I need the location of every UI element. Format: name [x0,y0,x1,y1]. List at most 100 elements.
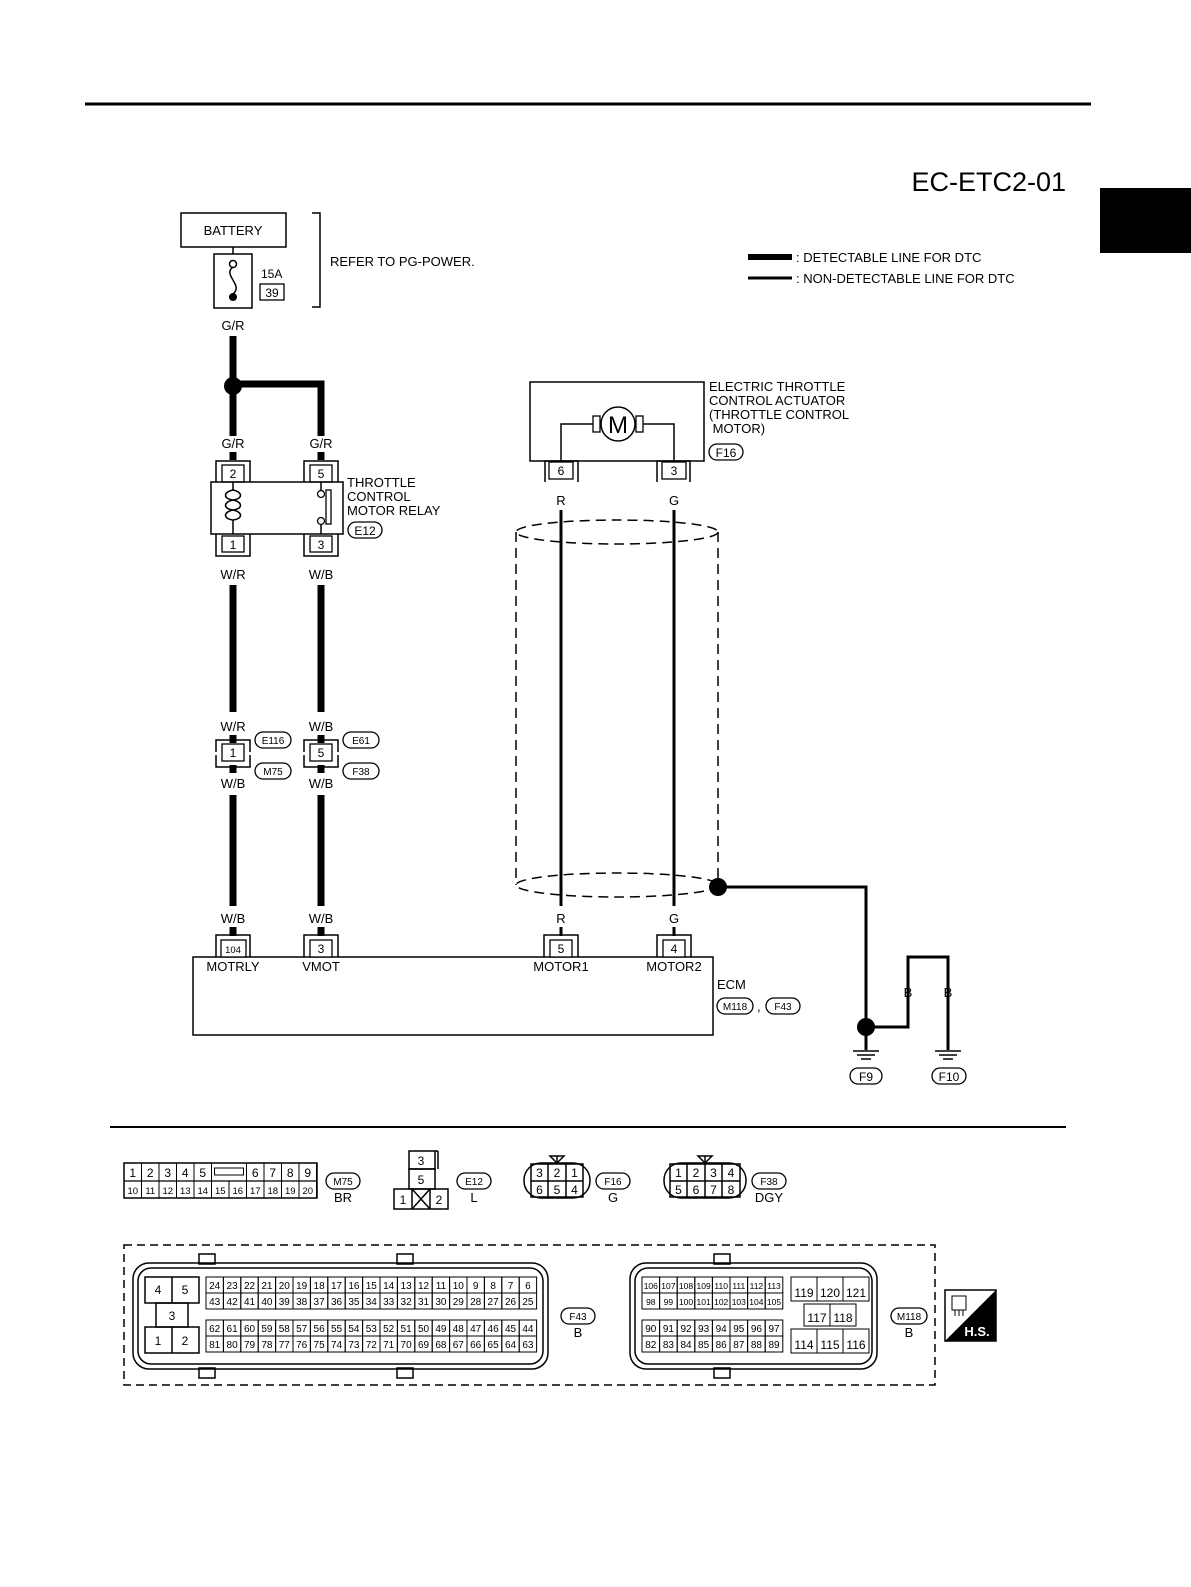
ground-wire-left: B [904,985,913,1000]
legend: : DETECTABLE LINE FOR DTC : NON-DETECTAB… [748,250,1015,286]
f43-left-2: 2 [182,1334,189,1348]
f43-pin-29: 29 [453,1297,465,1308]
ecm-conn-separator: , [757,999,761,1014]
supply-splice [224,377,242,395]
wire-label-actuator-left: R [556,493,565,508]
f43-pin-44: 44 [522,1324,534,1335]
m75-pin-12: 12 [162,1186,173,1197]
hs-label: H.S. [964,1324,989,1339]
f43-pin-59: 59 [261,1324,273,1335]
f43-pin-39: 39 [279,1297,291,1308]
ecm-pin-4: 4 [671,942,678,956]
conn-view-f16-id: F16 [604,1177,622,1188]
f43-pin-8: 8 [490,1281,496,1292]
relay-pin-5: 5 [318,467,325,481]
f43-pin-19: 19 [296,1281,308,1292]
f43-pin-31: 31 [418,1297,430,1308]
m118-pin-98: 98 [646,1297,656,1307]
m75-pin-1: 1 [129,1166,136,1180]
f16-pin-1: 1 [571,1166,578,1180]
conn-view-f38-color: DGY [755,1190,784,1205]
f43-pin-73: 73 [348,1340,360,1351]
f16-pin-6: 6 [536,1183,543,1197]
m118-pin-105: 105 [767,1297,781,1307]
f43-pin-48: 48 [453,1324,465,1335]
m118-pin-114: 114 [794,1338,813,1352]
f43-pin-18: 18 [314,1281,326,1292]
f38-pin-2: 2 [693,1166,700,1180]
f43-pin-66: 66 [470,1340,482,1351]
f43-pin-33: 33 [383,1297,395,1308]
ecm-wire-5: R [556,911,565,926]
wire-label-main: G/R [221,318,244,333]
m75-pin-4: 4 [182,1166,189,1180]
junction-right-pin: 5 [318,746,325,760]
f43-pin-78: 78 [261,1340,273,1351]
m118-cell [842,1328,870,1354]
f43-pin-64: 64 [505,1340,517,1351]
m75-pin-14: 14 [197,1186,208,1197]
ecm-connector-frame [123,1244,936,1386]
m118-pin-82: 82 [645,1340,657,1351]
f43-pin-40: 40 [261,1297,273,1308]
throttle-motor-relay: 2 5 1 3 [210,452,344,557]
ground-wire-right: B [944,985,953,1000]
f43-pin-50: 50 [418,1324,430,1335]
connector-view-f16 [523,1155,591,1199]
ecm-conn-f43: F43 [774,1002,792,1013]
f43-pin-41: 41 [244,1297,256,1308]
f43-pin-11: 11 [436,1281,447,1292]
actuator-label-4: MOTOR) [709,421,765,436]
f43-pin-9: 9 [473,1281,479,1292]
m75-pin-16: 16 [232,1186,243,1197]
junction-conn-e61: E61 [352,736,370,747]
f43-pin-60: 60 [244,1324,256,1335]
junction-left-pin: 1 [230,746,237,760]
throttle-actuator: M 6 3 [529,381,705,482]
f16-pin-3: 3 [536,1166,543,1180]
m118-pin-94: 94 [716,1324,728,1335]
ecm-wire-3: W/B [309,911,334,926]
wire-label-relay-in-left: G/R [221,436,244,451]
f43-pin-57: 57 [296,1324,308,1335]
relay-pin-1: 1 [230,538,237,552]
m75-pin-10: 10 [127,1186,138,1197]
legend-non-detectable: : NON-DETECTABLE LINE FOR DTC [796,271,1015,286]
connector-view-m118 [629,1253,878,1379]
m118-pin-95: 95 [733,1324,745,1335]
ecm-term-motrly: MOTRLY [206,959,260,974]
relay-output-lines [229,585,325,712]
f43-pin-75: 75 [314,1340,326,1351]
f43-pin-27: 27 [488,1297,500,1308]
f43-pin-71: 71 [383,1340,395,1351]
actuator-pin-3: 3 [671,464,678,478]
fuse: 15A 39 [213,247,285,309]
ecm-feed-lines [229,795,325,906]
wire-label-relay-in-right: G/R [309,436,332,451]
shield [515,519,719,898]
wire-label-actuator-right: G [669,493,679,508]
conn-view-f16-color: G [608,1190,618,1205]
m118-pin-92: 92 [680,1324,692,1335]
f43-pin-61: 61 [227,1324,239,1335]
f43-pin-53: 53 [366,1324,378,1335]
motor-symbol: M [608,412,628,439]
m118-pin-97: 97 [768,1324,780,1335]
f16-pin-5: 5 [554,1183,561,1197]
m75-pin-5: 5 [199,1166,206,1180]
m118-cell [764,1292,784,1310]
conn-view-m75-id: M75 [333,1177,353,1188]
actuator-label-1: ELECTRIC THROTTLE [709,379,846,394]
relay-label-1: THROTTLE [347,475,416,490]
motor-signal-lines [559,510,676,906]
m75-pin-6: 6 [252,1166,259,1180]
m118-pin-86: 86 [716,1340,728,1351]
f38-pin-4: 4 [728,1166,735,1180]
ecm-term-vmot: VMOT [302,959,340,974]
m118-pin-106: 106 [644,1281,658,1291]
wire-label-relay-out-right: W/B [309,567,334,582]
actuator-label-3: (THROTTLE CONTROL [709,407,849,422]
actuator-connector-id: F16 [716,446,737,460]
e12-pin-3: 3 [418,1154,425,1168]
